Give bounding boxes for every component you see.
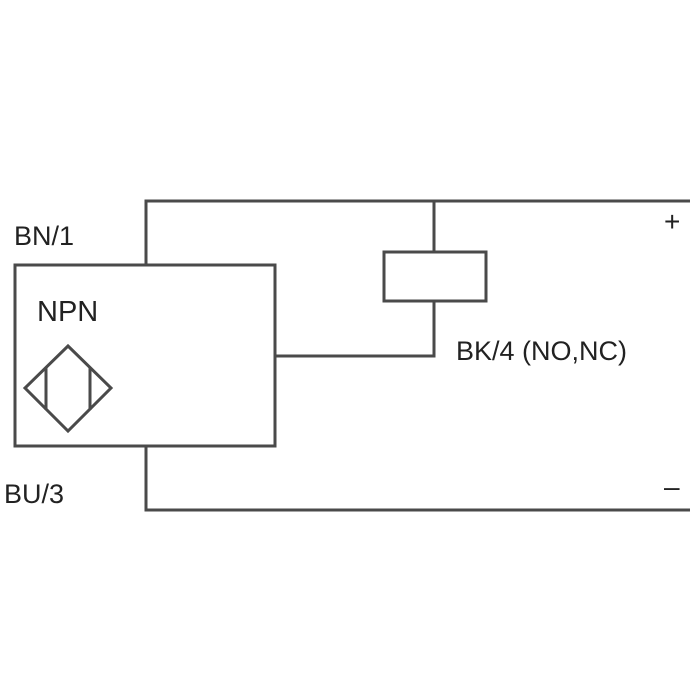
terminal-label-brown: BN/1: [14, 221, 75, 251]
load-resistor-icon: [382, 250, 488, 303]
negative-rail: [144, 446, 690, 512]
terminal-label-blue: BU/3: [4, 479, 65, 509]
positive-rail: [144, 199, 690, 265]
negative-supply-label: –: [664, 471, 680, 502]
terminal-label-black: BK/4 (NO,NC): [456, 336, 628, 366]
positive-supply-label: +: [664, 206, 681, 237]
output-wire: [275, 301, 436, 358]
sensor-type-label: NPN: [37, 296, 99, 328]
inductive-sensor-icon: [22, 343, 114, 434]
